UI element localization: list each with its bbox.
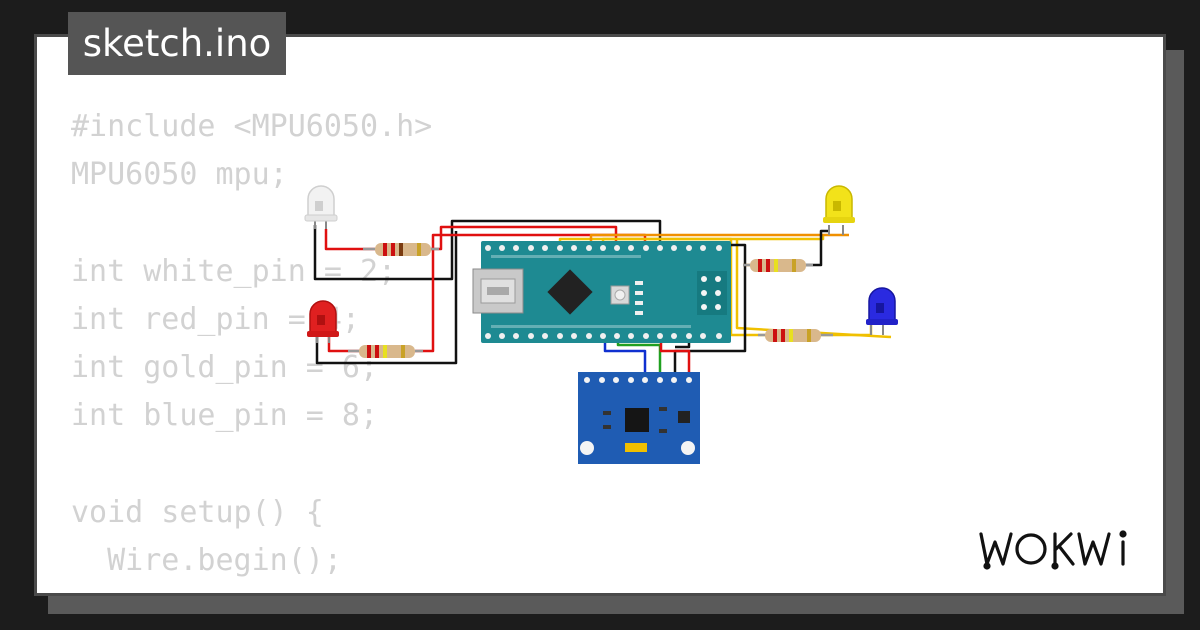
code-line: void setup() { [71, 494, 324, 530]
wokwi-logo[interactable] [975, 526, 1150, 576]
code-line: int white_pin = 2; [71, 253, 397, 289]
resistor-4 [758, 329, 833, 342]
code-preview: #include <MPU6050.h> MPU6050 mpu; int whit… [71, 103, 450, 593]
wire-red-led-ground [315, 231, 458, 365]
wire-right-ground [673, 243, 747, 375]
wire-white-led-to-resistor [324, 229, 375, 251]
code-line: Wire.begin(); [71, 542, 342, 578]
nano-bottom-pins [485, 333, 722, 339]
mpu6050-module [578, 372, 700, 464]
resistor-3 [743, 259, 813, 272]
code-line: int gold_pin = 6; [71, 349, 379, 385]
code-line: int blue_pin = 8; [71, 398, 379, 434]
file-name-tab[interactable]: sketch.ino [68, 12, 286, 75]
white-led [304, 185, 338, 229]
resistor-2 [348, 345, 423, 358]
yellow-led [823, 185, 855, 235]
resistors [348, 243, 833, 358]
resistor-1 [363, 243, 439, 256]
arduino-nano-board [472, 241, 731, 343]
circuit-diagram [304, 185, 898, 464]
file-name-label: sketch.ino [82, 22, 272, 65]
code-line: #include <MPU6050.h> [71, 109, 433, 144]
nano-top-pins [485, 245, 722, 251]
wire-white-led-ground [313, 219, 662, 281]
red-led [307, 300, 339, 343]
code-line: Serial.begin(9600); [71, 585, 450, 593]
wire-red-led-to-resistor [327, 335, 363, 353]
code-line: MPU6050 mpu; [71, 157, 288, 193]
blue-led [866, 287, 898, 335]
project-preview-card[interactable]: #include <MPU6050.h> MPU6050 mpu; int whit… [34, 34, 1166, 596]
wokwi-logo-lettering [979, 530, 1127, 570]
